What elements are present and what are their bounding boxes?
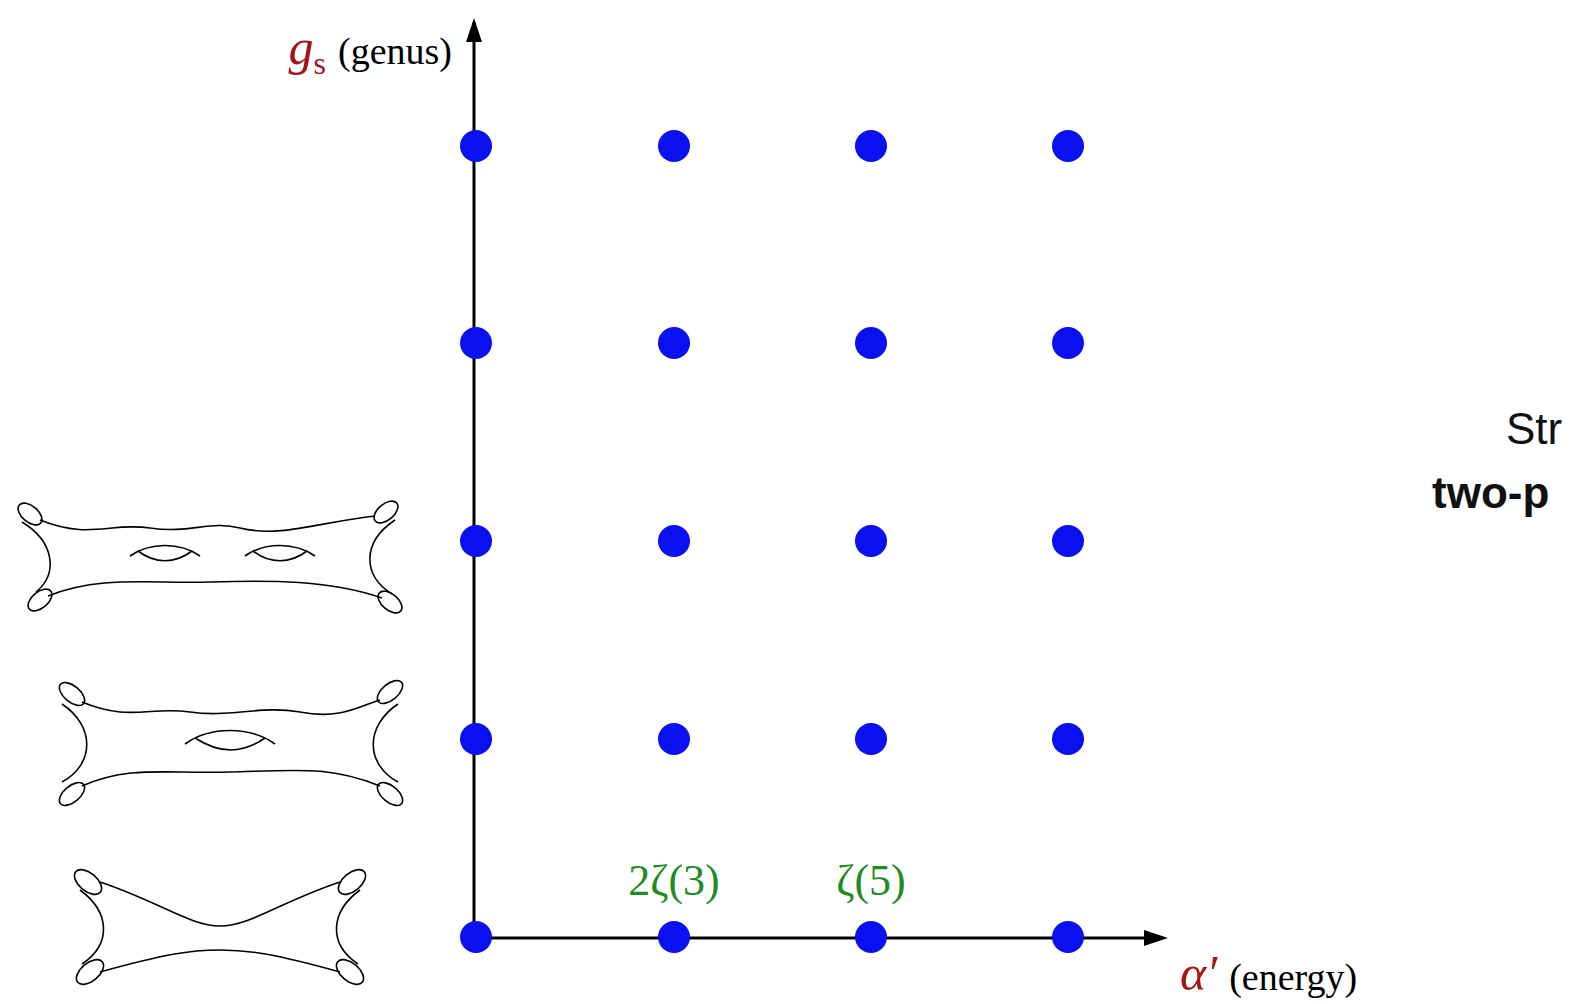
genus-one-surface — [55, 676, 406, 810]
axis-subscript: s — [314, 45, 326, 82]
axis-caption: (energy) — [1229, 955, 1357, 999]
axis-symbol: g — [289, 18, 314, 76]
coefficient-label: ζ(5) — [836, 855, 906, 906]
side-text: Str — [1506, 404, 1562, 454]
axis-symbol: α′ — [1180, 944, 1217, 1002]
horizontal-axis-title: α′ (energy) — [1180, 944, 1357, 1002]
tree-level-surface — [70, 865, 370, 989]
axis-arrowhead — [466, 18, 482, 42]
coefficient-label: 2ζ(3) — [628, 855, 720, 906]
genus-two-surface — [14, 497, 406, 617]
dot-grid — [460, 130, 1084, 953]
axes — [466, 18, 1168, 946]
axis-caption: (genus) — [338, 29, 452, 73]
side-text: two-p — [1432, 468, 1549, 518]
axis-arrowhead — [1144, 930, 1168, 946]
vertical-axis-title: gs(genus) — [289, 18, 452, 76]
